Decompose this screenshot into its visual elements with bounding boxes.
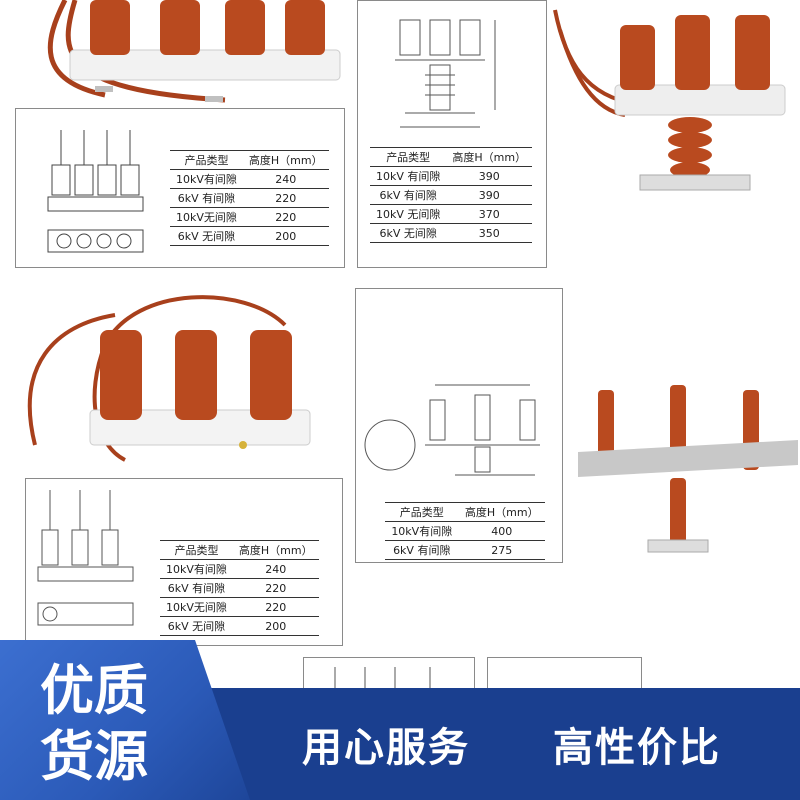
cell-type: 10kV有间隙: [170, 169, 243, 189]
cell-height: 200: [232, 616, 319, 636]
badge-line-2: 货源: [40, 725, 148, 788]
dimension-drawing-3: [364, 384, 540, 476]
arrester-photo-3: [27, 295, 311, 462]
cell-height: 220: [232, 578, 319, 598]
dimension-drawing-2: [395, 19, 496, 128]
dimension-drawing-5: [334, 667, 431, 690]
cell-height: 240: [232, 559, 319, 579]
cell-height: 350: [446, 223, 533, 243]
col-product-type: 产品类型: [370, 147, 447, 167]
cell-height: 200: [242, 226, 329, 246]
cell-height: 390: [446, 166, 533, 186]
cell-height: 240: [242, 169, 329, 189]
cell-type: 10kV无间隙: [160, 597, 233, 617]
col-height: 高度H（mm）: [446, 147, 533, 167]
col-product-type: 产品类型: [160, 540, 233, 560]
cell-type: 10kV有间隙: [160, 559, 233, 579]
col-height: 高度H（mm）: [458, 502, 545, 522]
arrester-photo-1: [47, 0, 341, 103]
cell-height: 390: [446, 185, 533, 205]
slogan-value: 高性价比: [553, 725, 721, 771]
arrester-photo-4: [578, 385, 798, 553]
cell-height: 400: [458, 521, 545, 541]
slogan-service: 用心服务: [302, 725, 470, 771]
cell-height: 220: [232, 597, 319, 617]
badge-line-1: 优质: [40, 659, 148, 722]
arrester-photo-2: [553, 9, 786, 191]
dimension-drawing-1: [47, 130, 144, 253]
cell-type: 10kV有间隙: [385, 521, 459, 541]
cell-type: 10kV无间隙: [170, 207, 243, 227]
cell-type: 10kV 有间隙: [370, 166, 447, 186]
dimension-drawing-4: [37, 490, 134, 626]
col-product-type: 产品类型: [170, 150, 243, 170]
cell-height: 220: [242, 207, 329, 227]
cell-height: 275: [458, 540, 545, 560]
cell-type: 6kV 无间隙: [170, 226, 243, 246]
col-height: 高度H（mm）: [232, 540, 319, 560]
cell-type: 6kV 有间隙: [170, 188, 243, 208]
cell-type: 6kV 有间隙: [385, 540, 459, 560]
cell-type: 6kV 无间隙: [160, 616, 233, 636]
cell-type: 10kV 无间隙: [370, 204, 447, 224]
cell-type: 6kV 有间隙: [370, 185, 447, 205]
cell-height: 370: [446, 204, 533, 224]
cell-type: 6kV 有间隙: [160, 578, 233, 598]
col-height: 高度H（mm）: [242, 150, 329, 170]
cell-type: 6kV 无间隙: [370, 223, 447, 243]
cell-height: 220: [242, 188, 329, 208]
col-product-type: 产品类型: [385, 502, 459, 522]
